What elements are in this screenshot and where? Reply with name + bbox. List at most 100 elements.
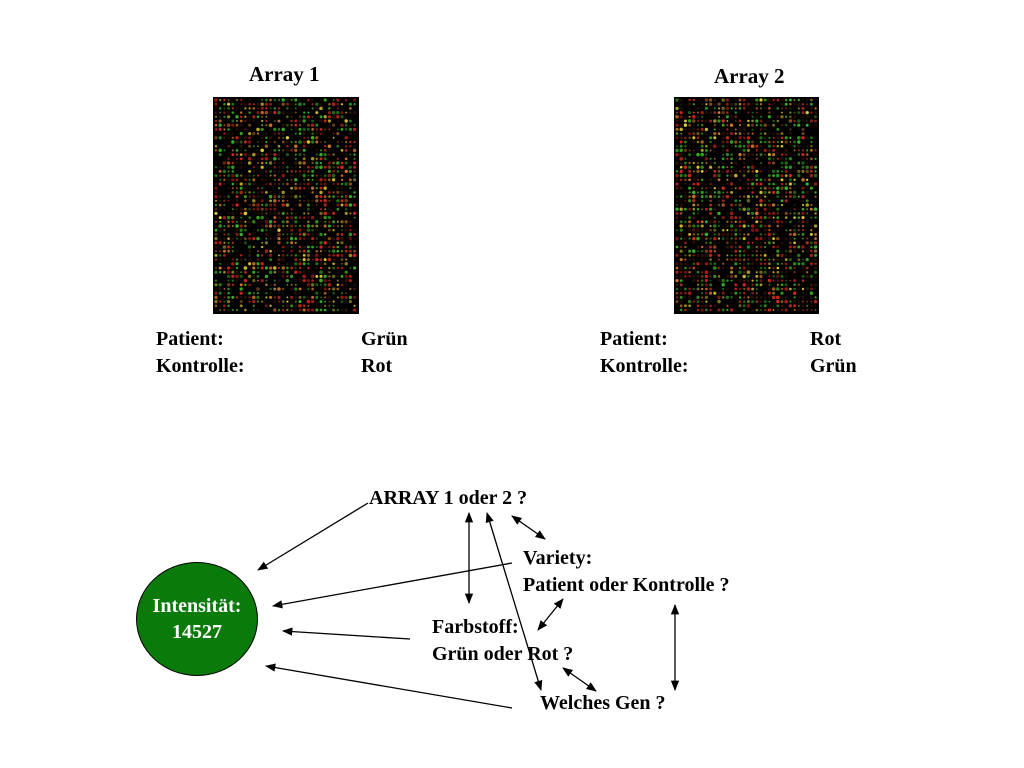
microarray-spot [675,136,679,140]
microarray-spot [785,132,788,135]
microarray-spot [239,111,243,114]
microarray-spot [742,169,746,174]
microarray-spot [294,241,297,244]
microarray-spot [692,278,696,283]
microarray-spot [814,296,817,299]
microarray-spot [336,212,339,215]
microarray-spot [227,291,230,295]
microarray-spot [768,291,771,295]
microarray-spot [738,127,742,132]
microarray-spot [768,266,771,270]
microarray-spot [717,295,721,300]
microarray-spot [281,199,285,203]
microarray-spot [792,232,797,237]
microarray-spot [709,165,713,169]
microarray-spot [781,166,783,169]
microarray-spot [222,304,226,308]
microarray-spot [323,115,327,119]
microarray-spot [352,148,357,153]
microarray-spot [746,279,750,283]
microarray-spot [788,257,793,262]
microarray-spot [738,258,742,262]
microarray-spot [311,195,314,198]
microarray-spot [214,182,218,186]
microarray-spot [323,262,327,266]
microarray-spot [675,278,679,283]
microarray-spot [776,186,780,190]
microarray-spot [730,170,733,173]
microarray-spot [729,140,734,144]
microarray-spot [780,220,784,224]
microarray-spot [294,98,298,102]
microarray-spot [290,165,293,169]
microarray-spot [235,136,239,140]
microarray-spot [273,127,277,132]
microarray-spot [298,249,302,253]
microarray-spot [248,283,251,287]
microarray-spot [738,124,742,127]
microarray-spot [746,123,750,127]
microarray-spot [218,165,222,169]
microarray-spot [680,254,683,257]
microarray-spot [767,236,772,241]
microarray-spot [336,170,340,173]
microarray-spot [784,174,788,178]
microarray-spot [721,169,725,173]
microarray-spot [751,203,754,207]
microarray-spot [323,98,327,102]
microarray-spot [336,102,340,106]
microarray-spot [306,253,310,257]
microarray-spot [328,245,331,249]
microarray-spot [755,153,758,156]
microarray-spot [244,258,247,261]
microarray-spot [290,287,294,291]
microarray-spot [327,283,332,287]
microarray-spot [265,178,268,182]
microarray-spot [755,182,759,186]
microarray-spot [269,249,272,253]
microarray-spot [302,278,306,283]
microarray-spot [755,288,758,290]
microarray-spot [277,157,281,160]
microarray-spot [683,148,687,152]
microarray-spot [801,115,805,119]
microarray-spot [260,266,264,270]
microarray-spot [324,246,327,248]
microarray-spot [738,253,742,257]
microarray-spot [793,182,796,186]
microarray-spot [323,308,327,312]
microarray-spot [759,153,763,156]
microarray-spot [708,161,713,165]
microarray-spot [285,278,290,283]
microarray-spot [755,274,759,278]
microarray-spot [709,195,713,199]
microarray-spot [281,165,285,169]
microarray-spot [248,291,252,295]
microarray-spot [772,140,775,144]
microarray-spot [793,203,796,207]
microarray-spot [298,266,302,270]
microarray-spot [265,136,268,140]
microarray-spot [700,140,704,144]
microarray-spot [742,140,746,144]
microarray-spot [319,211,323,216]
microarray-spot [327,236,332,241]
microarray-spot [315,106,319,111]
microarray-spot [252,245,255,249]
microarray-spot [734,216,738,220]
microarray-spot [218,300,222,303]
microarray-spot [231,132,234,135]
microarray-spot [788,190,792,194]
microarray-spot [268,190,273,195]
microarray-spot [788,157,793,161]
microarray-spot [349,187,352,190]
microarray-spot [751,308,755,312]
microarray-spot [327,144,332,148]
microarray-spot [805,110,809,115]
microarray-spot [328,153,331,156]
microarray-spot [679,136,683,140]
microarray-spot [738,119,742,123]
microarray-spot [214,266,218,270]
microarray-spot [806,103,809,106]
microarray-spot [353,258,356,261]
